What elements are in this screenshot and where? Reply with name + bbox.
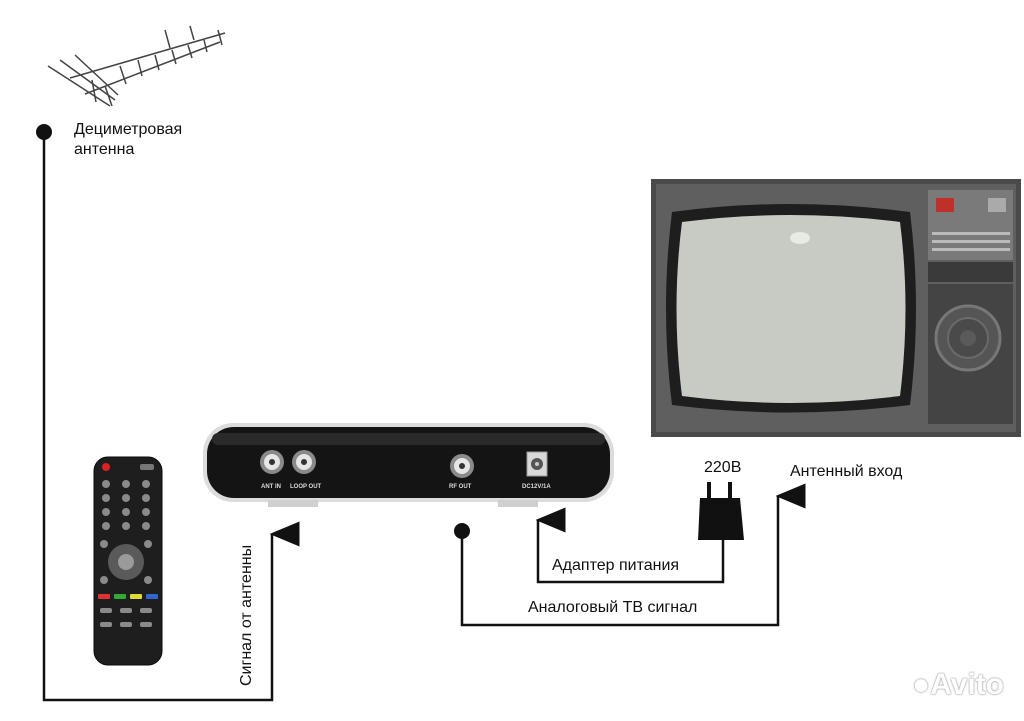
uhf-antenna-icon [47,25,226,107]
ant-in-port[interactable] [260,450,284,474]
antenna-label-line2: антенна [74,141,135,158]
avito-watermark-text: Avito [930,668,1005,701]
ant-in-label: ANT IN [261,484,281,490]
power-adapter-icon [698,482,744,540]
connection-lines [36,124,806,702]
loop-out-label: LOOP OUT [290,484,322,490]
crt-television-icon [651,179,1021,437]
rf-out-label: RF OUT [449,484,472,490]
remote-control-icon [93,456,163,666]
voltage-label: 220В [704,459,742,476]
avito-logo-icon: ● [912,668,931,701]
analog-tv-signal-line [460,483,806,627]
antenna-label: Дециметровая антенна [74,120,182,160]
avito-watermark: ●Avito [912,668,1004,702]
loop-out-port[interactable] [292,450,316,474]
analog-tv-signal-label: Аналоговый ТВ сигнал [528,599,698,616]
antenna-input-label: Антенный вход [790,463,903,480]
set-top-box-icon: ANT IN LOOP OUT RF OUT DC12V/1A [203,423,614,507]
antenna-signal-label: Сигнал от антенны [238,544,255,686]
dc-in-label: DC12V/1A [522,484,551,490]
power-adapter-line [535,507,725,584]
antenna-label-line1: Дециметровая [74,121,183,138]
rf-out-port[interactable] [450,454,474,478]
antenna-signal-line [42,132,300,702]
dc-in-port[interactable] [526,451,548,477]
power-adapter-label: Адаптер питания [552,557,680,574]
